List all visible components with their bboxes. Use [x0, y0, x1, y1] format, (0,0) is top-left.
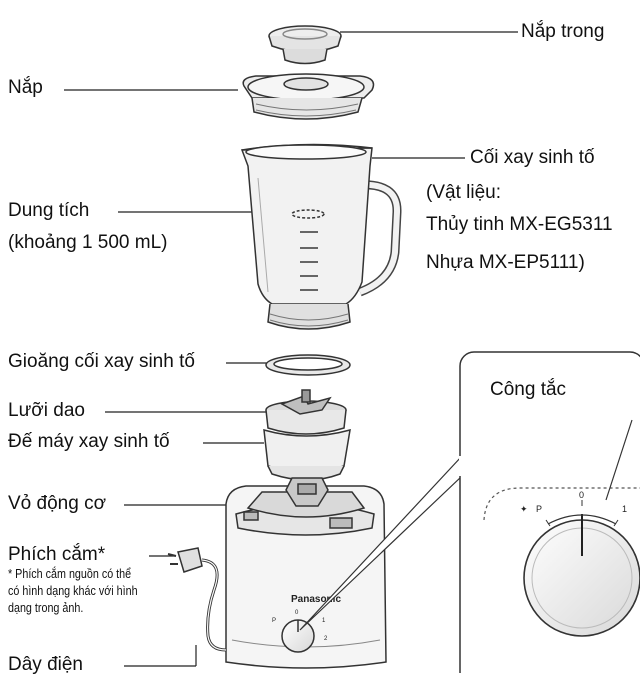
- base-dial-p: P: [272, 618, 276, 624]
- label-gasket: Gioăng cối xay sinh tố: [8, 351, 195, 373]
- label-capacity-1: Dung tích: [8, 200, 89, 222]
- inner-lid-illustration: [269, 26, 341, 64]
- label-jar: Cối xay sinh tố: [470, 147, 595, 169]
- plug-note-line-3: dạng trong ảnh.: [8, 600, 138, 617]
- label-inner-lid: Nắp trong: [521, 21, 604, 43]
- label-material-1: (Vật liệu:: [426, 182, 501, 204]
- switch-dial-0: 0: [579, 490, 584, 500]
- switch-dial-p: P: [536, 504, 542, 514]
- label-material-2: Thủy tinh MX-EG5311: [426, 214, 613, 236]
- label-motor-housing: Vỏ động cơ: [8, 493, 106, 515]
- blade-base-illustration: [264, 430, 350, 480]
- plug-note: * Phích cắm nguồn có thể có hình dạng kh…: [8, 566, 138, 617]
- label-blade: Lưỡi dao: [8, 400, 85, 422]
- switch-dial-sparkle-icon: ✦: [520, 504, 528, 514]
- label-lid: Nắp: [8, 77, 43, 99]
- plug-note-line-1: * Phích cắm nguồn có thể: [8, 566, 138, 583]
- label-plug: Phích cắm*: [8, 544, 105, 566]
- blade-illustration: [266, 390, 346, 434]
- switch-dial-1: 1: [622, 504, 627, 514]
- gasket-illustration: [266, 355, 350, 375]
- label-switch: Công tắc: [490, 379, 566, 401]
- power-cord-illustration: [202, 560, 226, 650]
- lid-illustration: [243, 74, 373, 119]
- plug-illustration: [168, 548, 202, 572]
- label-blade-base: Đế máy xay sinh tố: [8, 431, 170, 453]
- plug-note-line-2: có hình dạng khác với hình: [8, 583, 138, 600]
- label-material-3: Nhựa MX-EP5111): [426, 252, 585, 274]
- label-capacity-2: (khoảng 1 500 mL): [8, 232, 168, 254]
- jar-illustration: [242, 144, 397, 329]
